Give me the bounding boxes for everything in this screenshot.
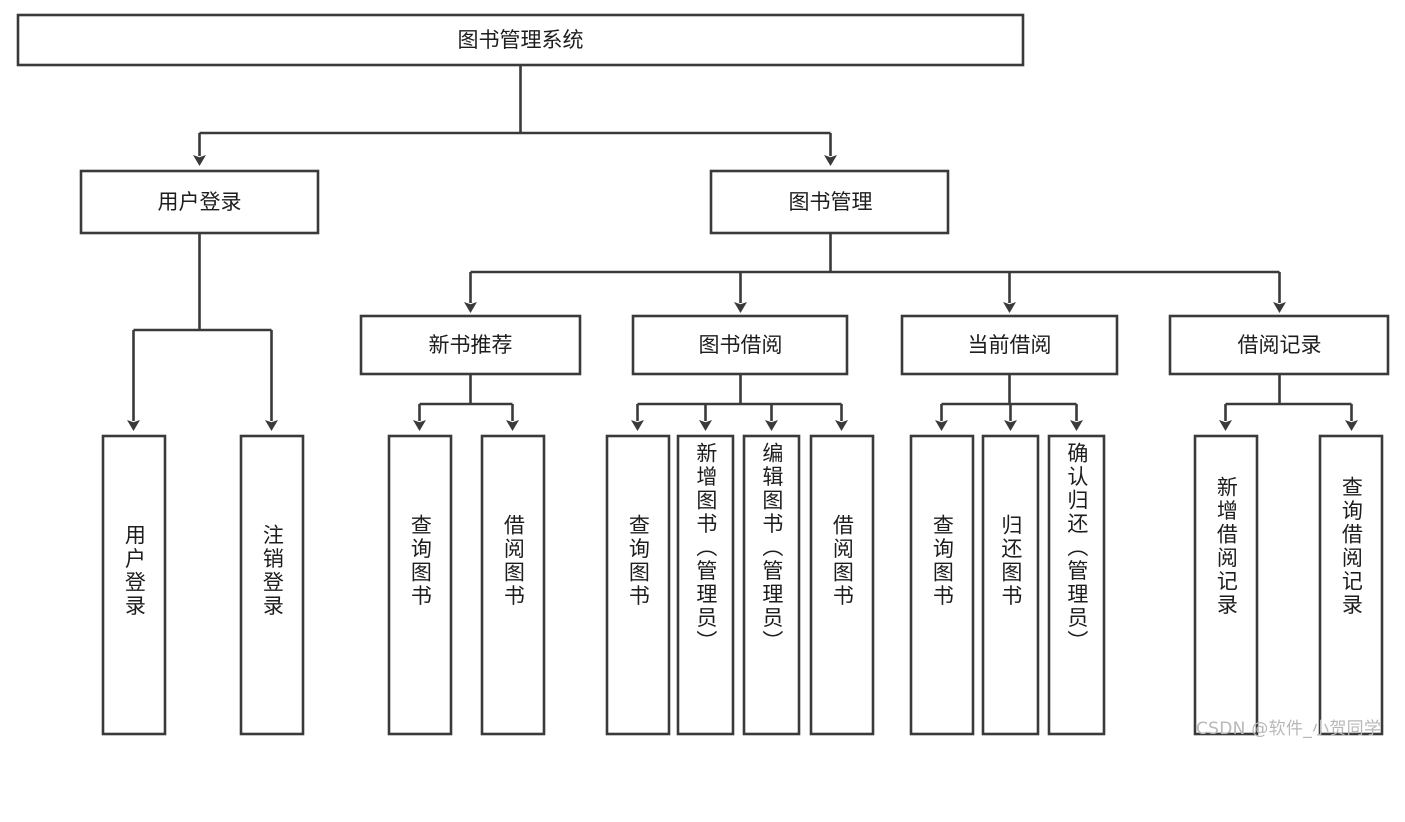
connector-group-borrow (631, 374, 848, 431)
node-user-login-box[interactable] (79, 169, 320, 235)
node-borrow-records-box[interactable] (1168, 314, 1390, 376)
node-root-label: 图书管理系统 (458, 28, 584, 52)
leaf-box-return-book[interactable] (981, 434, 1040, 736)
leaf-box-add-book-admin[interactable] (676, 434, 735, 736)
csdn-watermark: CSDN @软件_小贺同学 (1196, 719, 1382, 739)
leaf-box-borrow-book-recommend[interactable] (480, 434, 546, 736)
leaf-box-borrow-book[interactable] (809, 434, 875, 736)
connector-group-records (1219, 374, 1358, 431)
leaf-box-confirm-return-admin[interactable] (1047, 434, 1106, 736)
leaf-box-query-borrow-record[interactable] (1318, 434, 1384, 736)
connector-group-current-borrow (935, 374, 1083, 431)
leaf-box-add-borrow-record[interactable] (1193, 434, 1259, 736)
node-root[interactable]: 图书管理系统 (16, 13, 1025, 67)
node-current-borrow[interactable]: 当前借阅 (900, 314, 1119, 376)
node-current-borrow-label: 当前借阅 (968, 333, 1052, 357)
leaf-box-query-book-recommend[interactable] (387, 434, 453, 736)
node-book-borrow[interactable]: 图书借阅 (631, 314, 849, 376)
node-book-borrow-label: 图书借阅 (699, 333, 783, 357)
node-book-management-label: 图书管理 (789, 190, 873, 214)
flowchart-svg: 图书管理系统 用户登录 图书管理 新书推荐 图书借阅 当前借阅 借阅记录 (16, 13, 1390, 736)
node-book-borrow-box[interactable] (631, 314, 849, 376)
node-new-book-recommend-box[interactable] (359, 314, 582, 376)
node-user-login[interactable]: 用户登录 (79, 169, 320, 235)
leaf-box-query-book-borrow[interactable] (605, 434, 671, 736)
leaf-box-edit-book-admin[interactable] (742, 434, 801, 736)
node-borrow-records[interactable]: 借阅记录 (1168, 314, 1390, 376)
leaf-box-user-login[interactable] (101, 434, 167, 736)
connector-group-new-book (413, 374, 519, 431)
connector-group-book-mgmt (464, 233, 1286, 313)
node-user-login-label: 用户登录 (158, 190, 242, 214)
leaf-box-query-book-current[interactable] (909, 434, 975, 736)
connector-group-root (193, 65, 837, 166)
node-book-management-box[interactable] (709, 169, 950, 235)
node-root-box[interactable] (16, 13, 1025, 67)
leaf-box-logout[interactable] (239, 434, 305, 736)
node-current-borrow-box[interactable] (900, 314, 1119, 376)
node-book-management[interactable]: 图书管理 (709, 169, 950, 235)
node-new-book-recommend-label: 新书推荐 (429, 333, 513, 357)
node-new-book-recommend[interactable]: 新书推荐 (359, 314, 582, 376)
node-borrow-records-label: 借阅记录 (1238, 333, 1322, 357)
diagram-canvas-root: 图书管理系统 用户登录 图书管理 新书推荐 图书借阅 当前借阅 借阅记录 (16, 13, 1390, 739)
connector-group-user-login (127, 233, 278, 431)
